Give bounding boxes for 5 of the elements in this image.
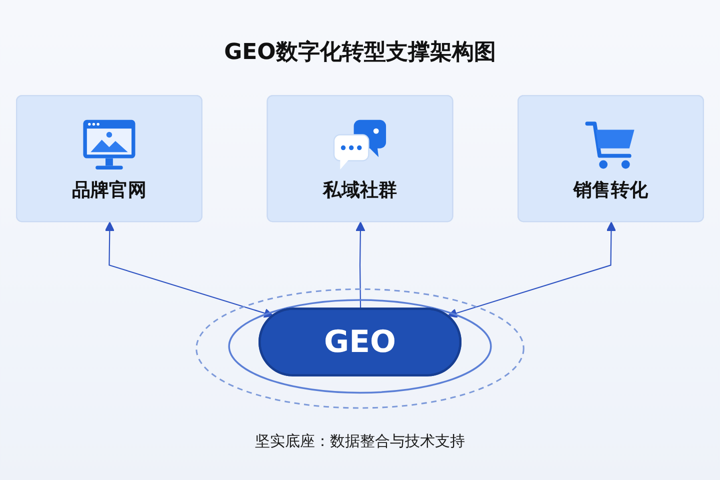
diagram-caption: 坚实底座：数据整合与技术支持 — [255, 432, 465, 450]
arrow — [356, 222, 366, 310]
diagram-title: GEO数字化转型支撑架构图 — [224, 40, 496, 66]
arrow — [448, 222, 616, 318]
arrow — [104, 222, 274, 318]
